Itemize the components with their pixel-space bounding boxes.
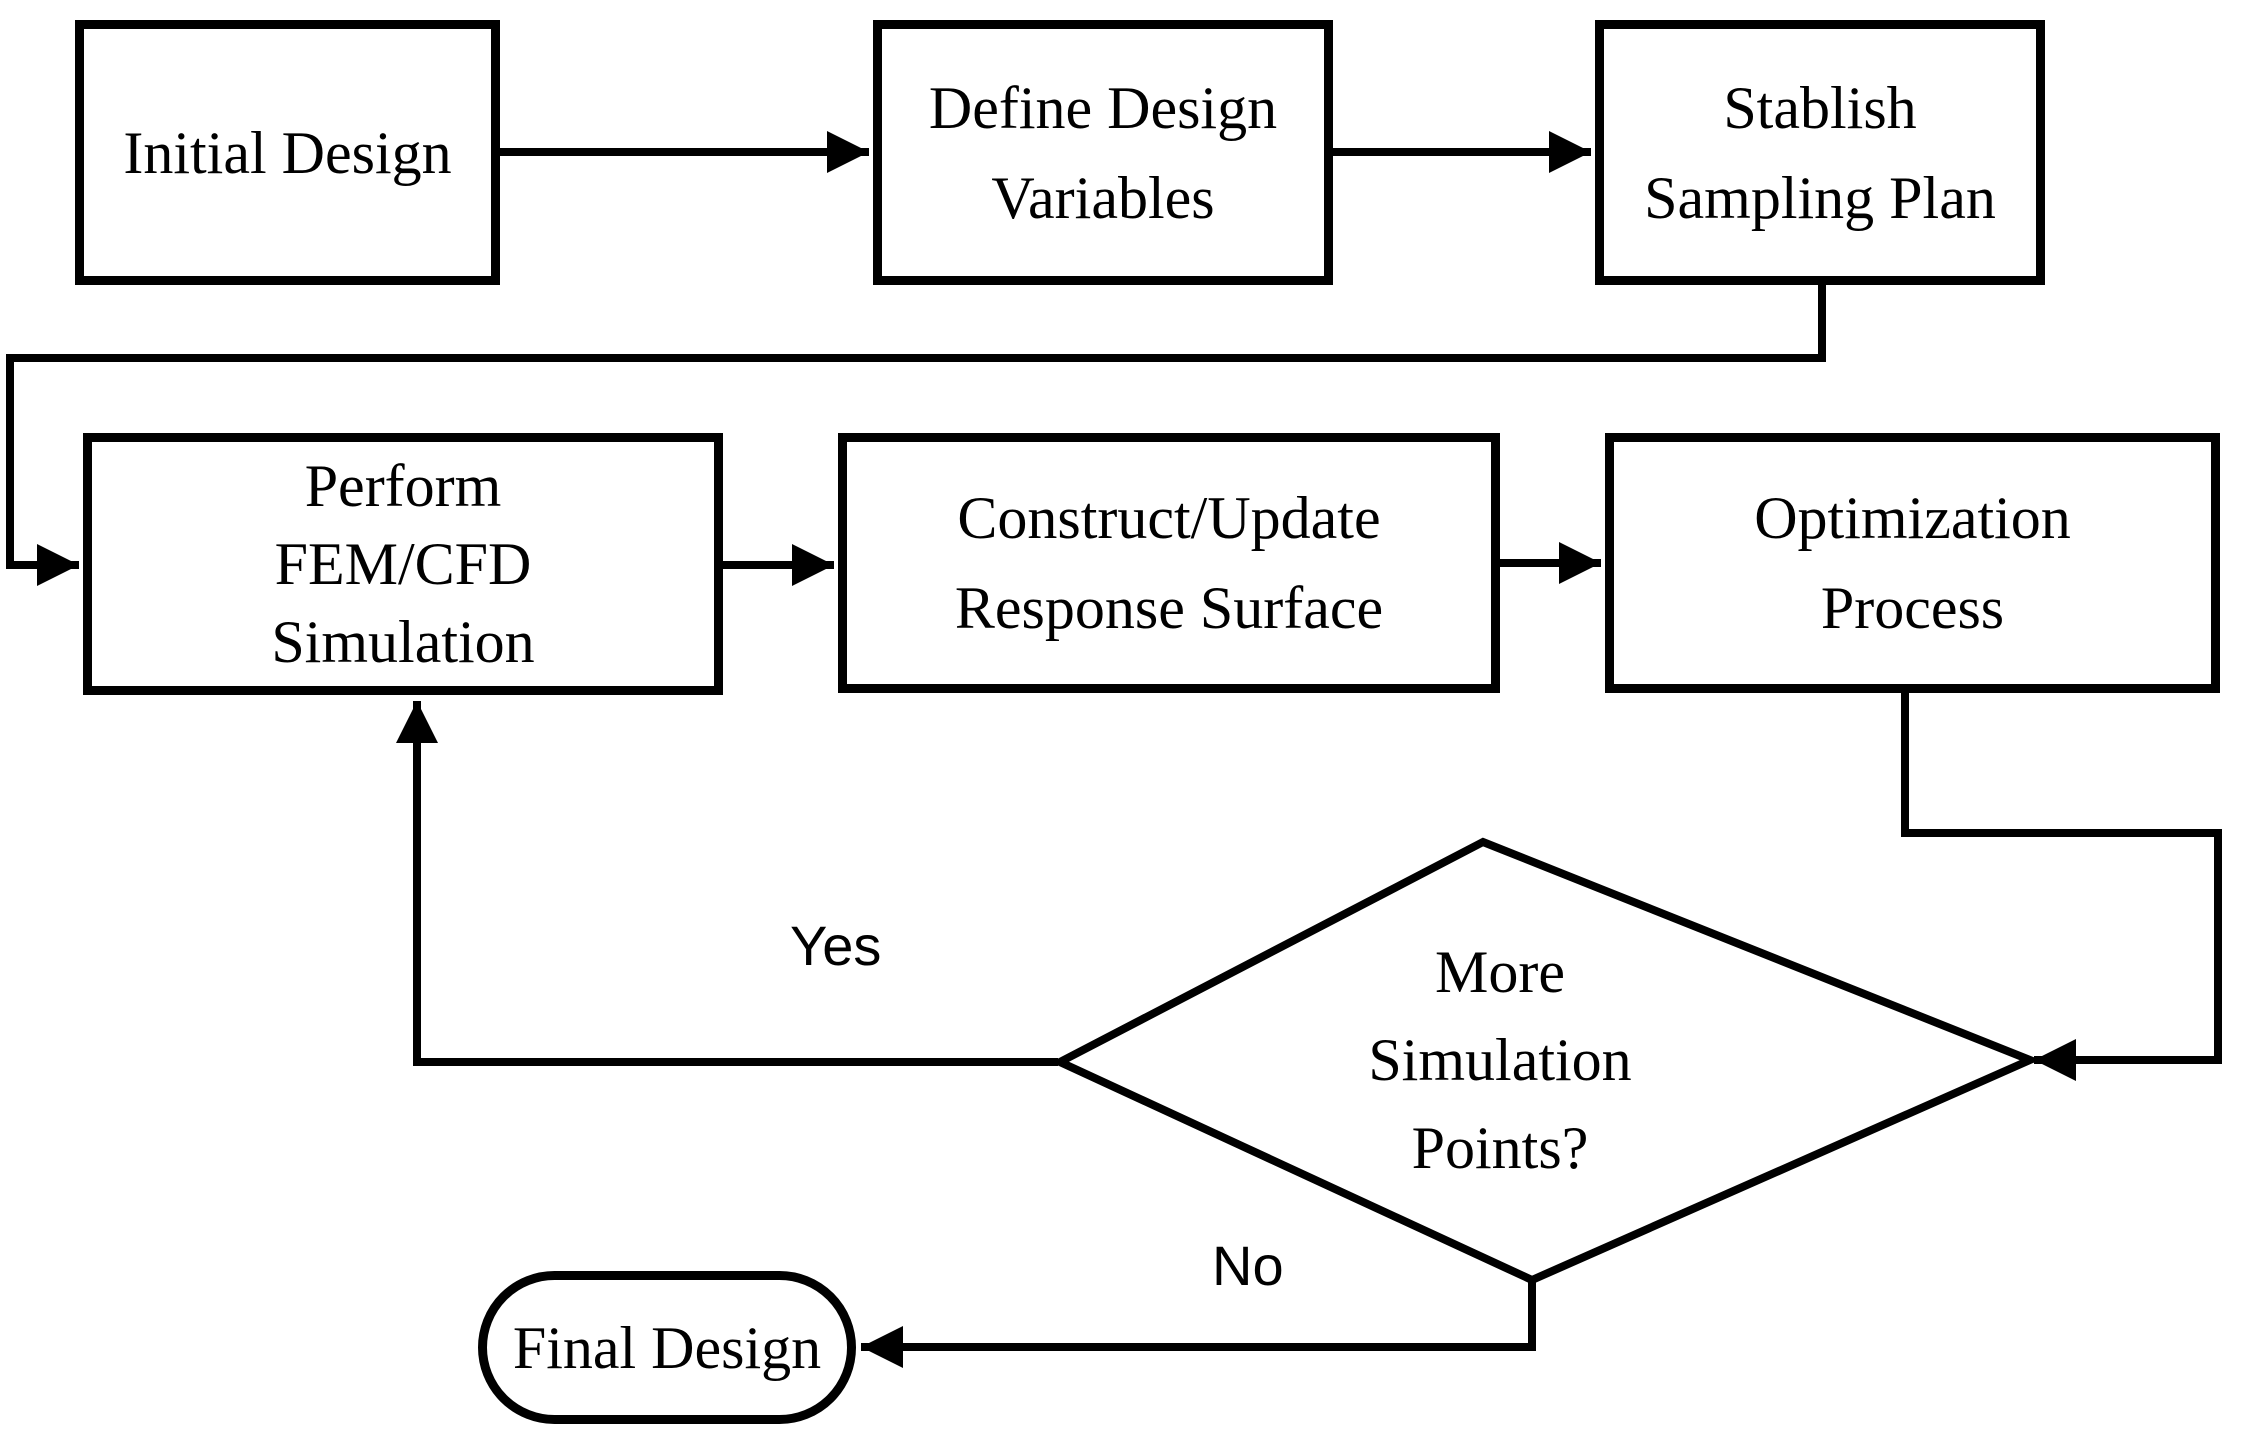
edge-label-yes: Yes — [790, 914, 882, 977]
edge-label-no: No — [1212, 1234, 1284, 1297]
node-define-design-variables-line2: Variables — [991, 164, 1215, 231]
edge-stablish-to-perform-arrow — [6, 285, 1826, 586]
node-more-simulation-points-line3: Points? — [1411, 1115, 1589, 1181]
node-more-simulation-points-line1: More — [1435, 939, 1565, 1005]
node-optimization-process-line2: Process — [1820, 575, 2005, 641]
node-optimization-process-line1: Optimization — [1754, 485, 2071, 551]
edge-decision-no-to-final-arrow — [861, 1280, 1536, 1368]
node-construct-update-response-surface-line1: Construct/Update — [957, 485, 1381, 551]
node-perform-fem-cfd-simulation: Perform FEM/CFD Simulation — [83, 433, 723, 695]
node-stablish-sampling-plan: Stablish Sampling Plan — [1595, 20, 2045, 285]
node-initial-design-label: Initial Design — [123, 119, 452, 186]
node-final-design: Final Design — [478, 1271, 856, 1424]
node-construct-update-response-surface-line2: Response Surface — [954, 575, 1384, 641]
node-stablish-sampling-plan-line1: Stablish — [1723, 74, 1917, 141]
edge-optimization-to-decision-arrow — [1901, 691, 2222, 1081]
node-final-design-label: Final Design — [512, 1314, 822, 1381]
node-optimization-process: Optimization Process — [1605, 433, 2220, 693]
node-perform-fem-cfd-simulation-line2: FEM/CFD — [274, 531, 532, 597]
node-initial-design: Initial Design — [75, 20, 500, 285]
node-more-simulation-points-line2: Simulation — [1368, 1027, 1632, 1093]
node-construct-update-response-surface: Construct/Update Response Surface — [838, 433, 1500, 693]
decision-diamond-shape — [1050, 837, 2041, 1285]
node-perform-fem-cfd-simulation-line1: Perform — [304, 453, 502, 519]
edge-decision-yes-to-perform-arrow — [396, 701, 1058, 1066]
node-define-design-variables-line1: Define Design — [928, 74, 1278, 141]
node-more-simulation-points: More Simulation Points? — [1200, 920, 1800, 1200]
node-define-design-variables: Define Design Variables — [873, 20, 1333, 285]
node-stablish-sampling-plan-line2: Sampling Plan — [1644, 164, 1996, 231]
node-perform-fem-cfd-simulation-line3: Simulation — [271, 609, 535, 675]
